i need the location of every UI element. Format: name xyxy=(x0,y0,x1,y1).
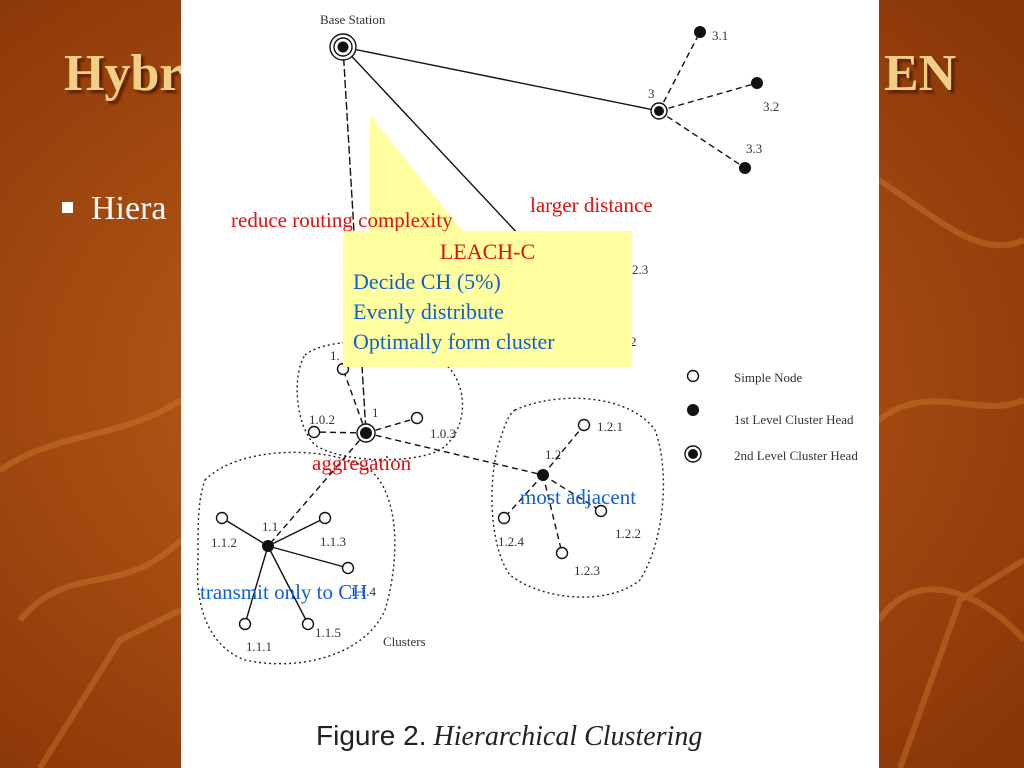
slide-title: Hybr EN xyxy=(64,44,956,103)
label-1-2-1: 1.2.1 xyxy=(597,419,623,434)
legend-first-level-icon xyxy=(687,404,699,416)
base-station-node xyxy=(329,33,357,61)
label-3: 3 xyxy=(648,86,655,101)
leach-c-callout: LEACH-C Decide CH (5%) Evenly distribute… xyxy=(343,231,632,367)
figure-caption: Figure 2. Hierarchical Clustering xyxy=(316,720,702,753)
label-1-0-2: 1.0.2 xyxy=(309,412,335,427)
label-2: 2 xyxy=(630,334,637,349)
callout-title: LEACH-C xyxy=(439,239,536,264)
legend-second-level-icon xyxy=(684,445,702,463)
label-1-1-5: 1.1.5 xyxy=(315,625,341,640)
legend: Simple Node 1st Level Cluster Head 2nd L… xyxy=(684,369,858,463)
label-1: 1 xyxy=(372,405,379,420)
label-1-2-3: 1.2.3 xyxy=(574,563,600,578)
base-station-label: Base Station xyxy=(320,12,386,27)
label-1-2: 1.2 xyxy=(545,447,561,462)
figure-panel xyxy=(181,0,879,768)
callout-pointer xyxy=(370,115,470,240)
label-3-1: 3.1 xyxy=(712,28,728,43)
callout-line-2: Evenly distribute xyxy=(353,299,504,324)
label-1-2-4: 1.2.4 xyxy=(498,534,525,549)
first-level-cluster-heads xyxy=(262,26,763,552)
callout-line-1: Decide CH (5%) xyxy=(353,269,501,294)
bullet-item: Hiera xyxy=(62,190,167,228)
label-1-1-2: 1.1.2 xyxy=(211,535,237,550)
legend-simple-node-icon xyxy=(686,369,700,383)
label-1-1-3: 1.1.3 xyxy=(320,534,346,549)
annotation-larger-distance: larger distance xyxy=(530,193,653,217)
network-links xyxy=(221,31,758,625)
second-level-cluster-head-1 xyxy=(356,423,376,443)
label-3-3: 3.3 xyxy=(746,141,762,156)
label-1-1-4: 1.1.4 xyxy=(350,584,377,599)
slide-title-right: EN xyxy=(884,45,957,102)
annotation-most-adjacent: most adjacent xyxy=(520,485,636,509)
annotation-transmit-only: transmit only to CH xyxy=(200,580,367,604)
label-1-0: 1. xyxy=(330,348,340,363)
node-labels: Base Station 3 3.1 3.2 3.3 2.3 2 1 1. 1.… xyxy=(211,12,779,654)
second-level-cluster-head-3 xyxy=(650,102,668,120)
annotation-reduce-routing: reduce routing complexity xyxy=(231,208,453,232)
legend-second-level-label: 2nd Level Cluster Head xyxy=(734,448,858,463)
legend-first-level-label: 1st Level Cluster Head xyxy=(734,412,854,427)
label-1-0-3: 1.0.3 xyxy=(430,426,456,441)
clusters-label: Clusters xyxy=(383,634,426,649)
label-1-1: 1.1 xyxy=(262,519,278,534)
bullet-square-icon xyxy=(62,201,73,213)
caption-label: Figure 2. xyxy=(316,720,427,751)
label-1-2-2: 1.2.2 xyxy=(615,526,641,541)
label-1-1-1: 1.1.1 xyxy=(246,639,272,654)
slide-title-left: Hybr xyxy=(64,45,183,102)
legend-simple-node-label: Simple Node xyxy=(734,370,802,385)
annotation-aggregation: aggregation xyxy=(312,451,412,475)
simple-nodes xyxy=(215,362,608,631)
label-3-2: 3.2 xyxy=(763,99,779,114)
bullet-text: Hiera xyxy=(91,190,167,227)
label-2-3: 2.3 xyxy=(632,262,648,277)
callout-line-3: Optimally form cluster xyxy=(353,329,555,354)
caption-text: Hierarchical Clustering xyxy=(433,721,703,752)
cluster-boundary-1-2 xyxy=(491,397,665,598)
cluster-boundary-1-1 xyxy=(196,451,396,665)
